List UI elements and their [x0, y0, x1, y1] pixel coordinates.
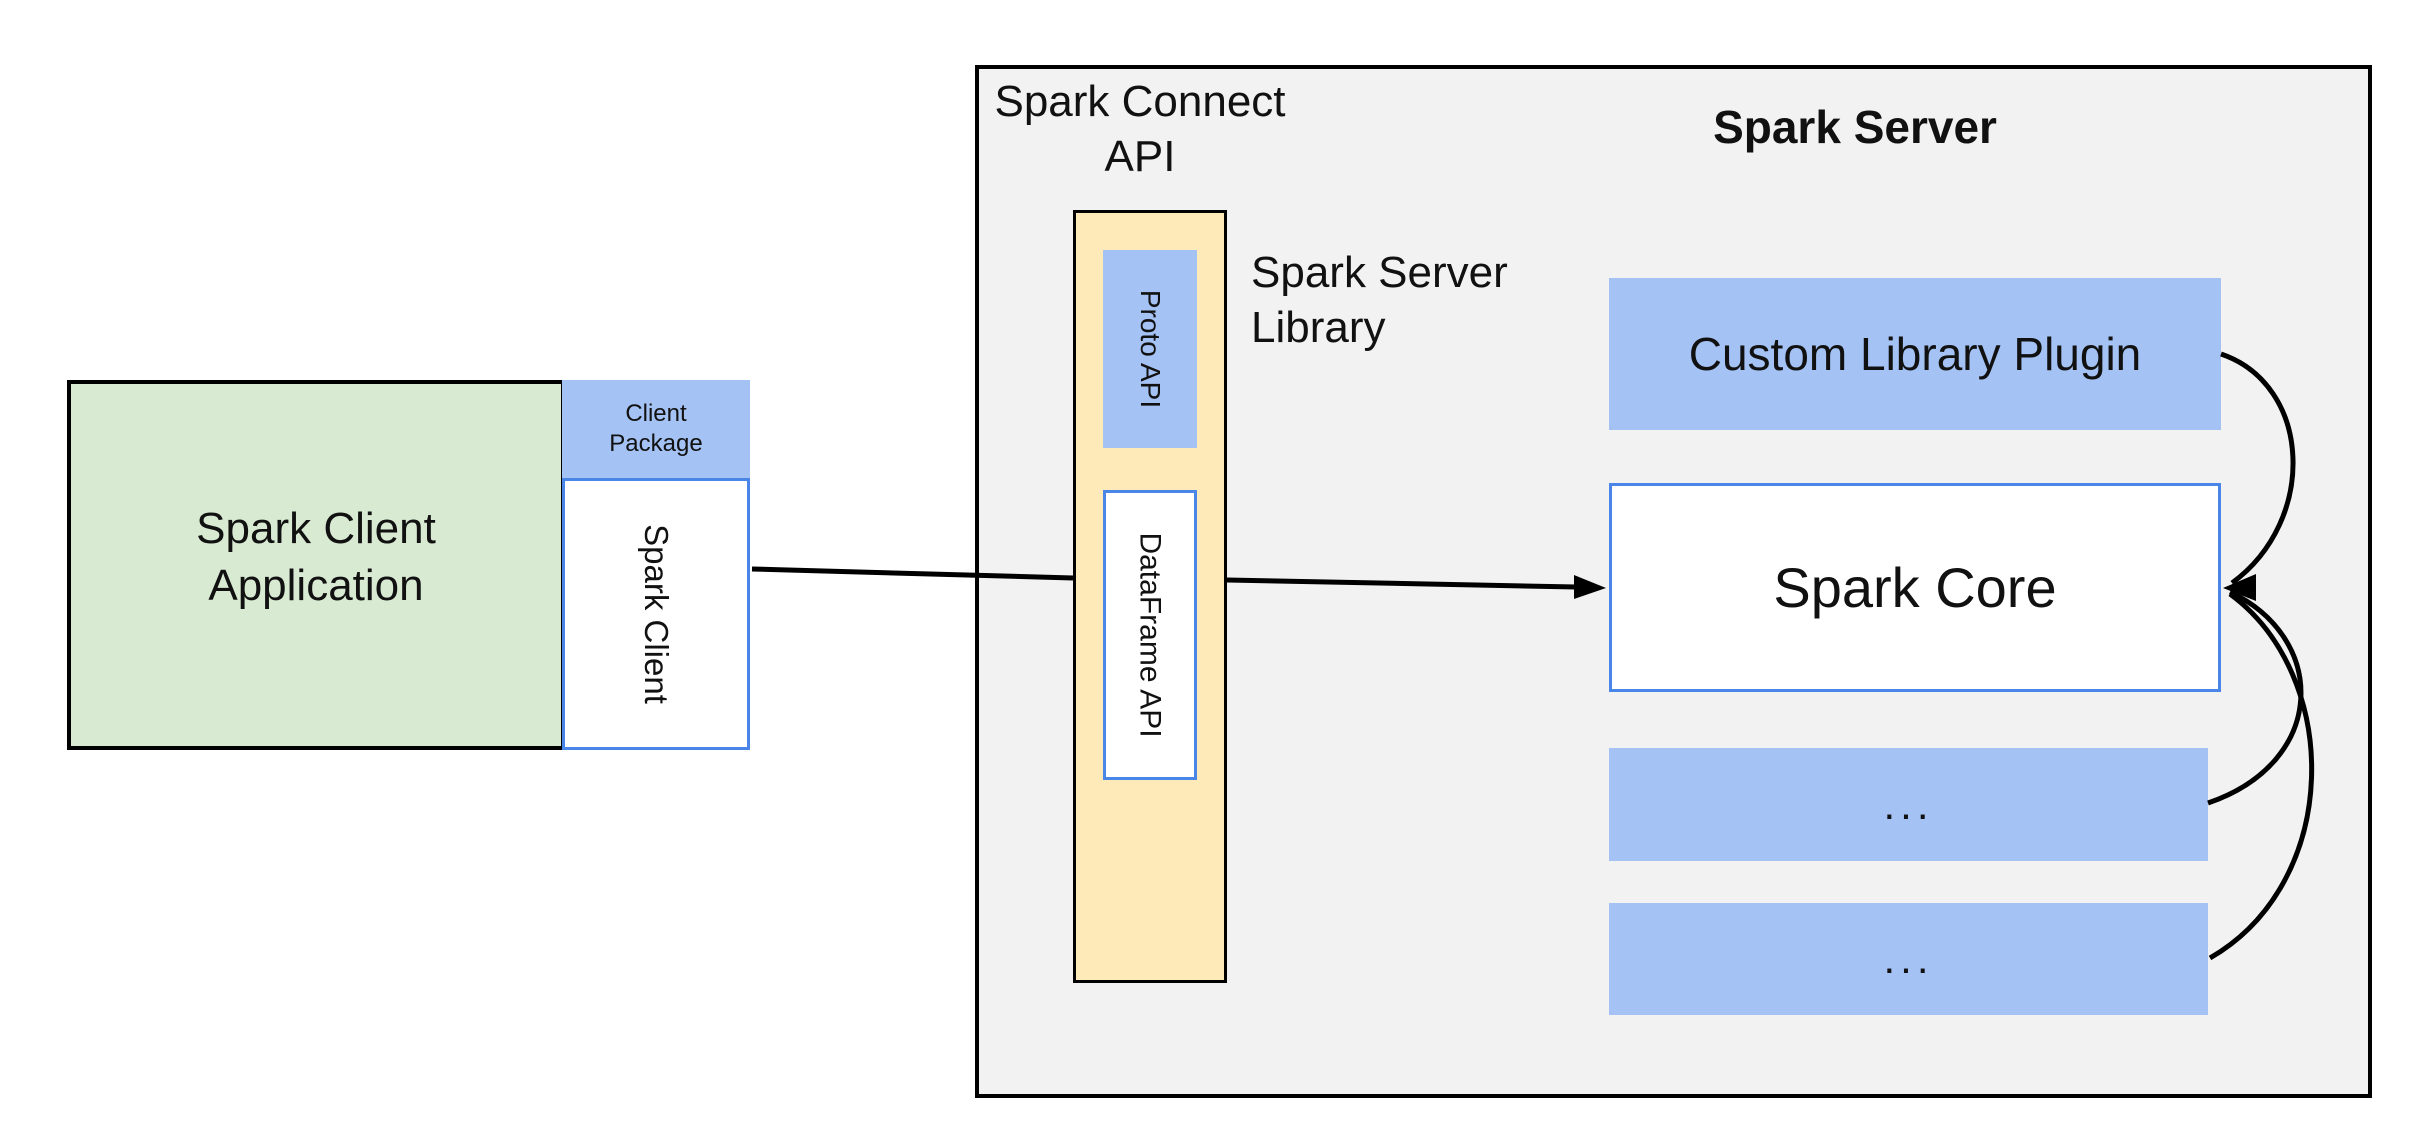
dataframe-api-label: DataFrame API [1134, 532, 1168, 738]
spark-client-application-label: Spark Client Application [67, 500, 565, 614]
client-package-line2: Package [609, 430, 703, 457]
other-plugin-box-2: ... [1609, 903, 2208, 1015]
custom-library-plugin-label: Custom Library Plugin [1688, 328, 2142, 380]
spark-client-application-line1: Spark Client [196, 504, 436, 553]
dataframe-api-box: DataFrame API [1103, 490, 1197, 780]
spark-connect-api-line1: Spark Connect [994, 77, 1286, 126]
spark-server-library-label: Spark Server Library [1251, 245, 1551, 355]
spark-core-box: Spark Core [1609, 483, 2221, 692]
spark-client-application-box [67, 380, 565, 750]
other-plugin-box-1: ... [1609, 748, 2208, 861]
spark-client-label: Spark Client [638, 524, 675, 704]
spark-server-library-line1: Spark Server [1251, 248, 1508, 297]
spark-client-application-line2: Application [208, 561, 424, 610]
spark-client-box: Spark Client [562, 478, 750, 750]
other-plugin-dots-2: ... [1883, 935, 1934, 982]
client-package-box: Client Package [562, 380, 750, 478]
spark-connect-api-label: Spark Connect API [985, 74, 1295, 184]
client-package-line1: Client [625, 400, 687, 427]
other-plugin-dots-1: ... [1883, 780, 1934, 828]
proto-api-label: Proto API [1135, 289, 1167, 409]
spark-server-library-line2: Library [1251, 303, 1386, 352]
proto-api-box: Proto API [1103, 250, 1197, 448]
spark-core-label: Spark Core [1773, 556, 2057, 619]
spark-server-title: Spark Server [1713, 101, 1997, 153]
spark-connect-api-line2: API [1104, 132, 1176, 181]
custom-library-plugin-box: Custom Library Plugin [1609, 278, 2221, 430]
